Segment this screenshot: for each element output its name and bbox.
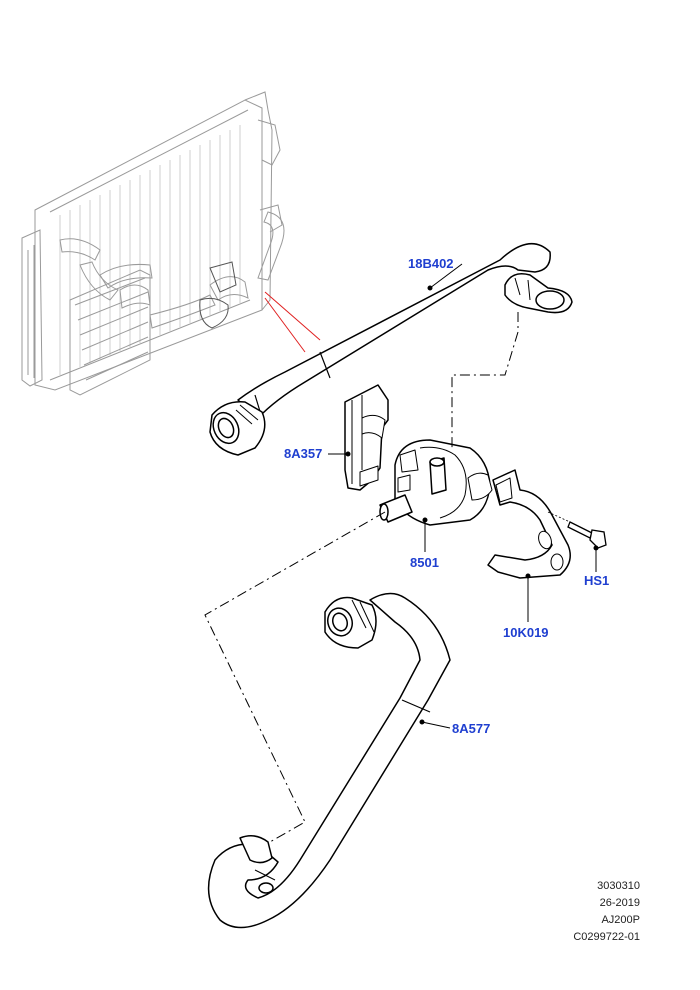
bolt	[567, 521, 607, 549]
bolt-axis	[547, 511, 571, 523]
reference-date: 26-2019	[599, 897, 640, 909]
upper-hose	[209, 243, 573, 456]
reference-block: 3030310 26-2019 AJ200P C0299722-01	[573, 878, 640, 946]
label-10K019: 10K019	[503, 625, 549, 640]
label-18B402: 18B402	[408, 256, 454, 271]
label-HS1: HS1	[584, 573, 610, 588]
label-8A577: 8A577	[452, 721, 491, 736]
reference-model: AJ200P	[601, 914, 640, 926]
label-8501: 8501	[410, 555, 439, 570]
radiator-assembly	[21, 91, 285, 396]
lower-hose	[207, 592, 451, 929]
reference-drawing-id: C0299722-01	[573, 931, 640, 943]
label-8A357: 8A357	[284, 446, 323, 461]
mount-bracket	[487, 469, 571, 579]
leader-lines	[328, 263, 599, 729]
bracket	[344, 384, 389, 491]
reference-code: 3030310	[597, 880, 640, 892]
highlight-lines	[264, 291, 321, 353]
assembly-lines	[204, 312, 519, 843]
pump	[379, 439, 493, 526]
